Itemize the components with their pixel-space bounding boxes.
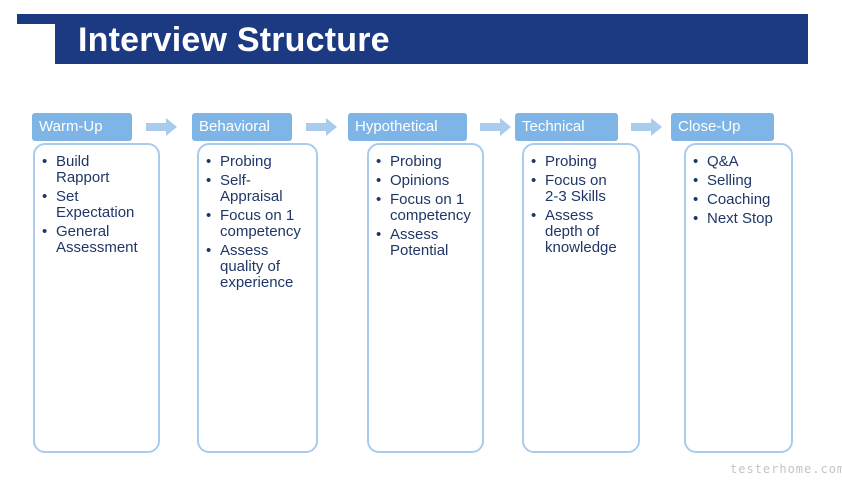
stage-header-warm-up: Warm-Up: [32, 113, 132, 141]
title-bar: [55, 14, 808, 64]
stage-items-behavioral: ProbingSelf-AppraisalFocus on 1 competen…: [206, 154, 301, 294]
stage-item: Assess quality of experience: [206, 243, 296, 291]
flow-arrow-icon: [631, 118, 662, 136]
stage-item: Focus on 1 competency: [376, 192, 474, 224]
stage-items-close-up: Q&A SellingCoachingNext Stop: [693, 154, 783, 230]
stage-item: General Assessment: [42, 224, 142, 256]
stage-item: Selling: [693, 173, 783, 190]
stage-item: Probing: [376, 154, 474, 171]
flow-arrow-icon: [306, 118, 337, 136]
stage-item: Focus on 2-3 Skills: [531, 173, 621, 205]
stage-item: Set Expectation: [42, 189, 142, 221]
stage-item: Probing: [531, 154, 621, 171]
title-bar-notch: [17, 14, 55, 24]
page-title: Interview Structure: [78, 21, 390, 59]
stage-item: Assess Potential: [376, 227, 474, 259]
stage-item: Coaching: [693, 192, 783, 209]
stage-item: Focus on 1 competency: [206, 208, 301, 240]
flow-arrow-icon: [480, 118, 511, 136]
stage-item: Self-Appraisal: [206, 173, 296, 205]
stage-items-technical: ProbingFocus on 2-3 SkillsAssess depth o…: [531, 154, 621, 259]
stage-item: Next Stop: [693, 211, 783, 228]
stage-header-close-up: Close-Up: [671, 113, 774, 141]
stage-item: Assess depth of knowledge: [531, 208, 621, 256]
stage-header-hypothetical: Hypothetical: [348, 113, 467, 141]
stage-item: Q&A: [693, 154, 783, 171]
stage-item: Build Rapport: [42, 154, 142, 186]
stage-item: Probing: [206, 154, 296, 171]
watermark: testerhome.com: [730, 462, 842, 476]
stage-items-hypothetical: ProbingOpinionsFocus on 1 competencyAsse…: [376, 154, 474, 262]
flow-arrow-icon: [146, 118, 177, 136]
stage-item: Opinions: [376, 173, 474, 190]
stage-header-technical: Technical: [515, 113, 618, 141]
stage-items-warm-up: Build RapportSet ExpectationGeneral Asse…: [42, 154, 142, 259]
stage-header-behavioral: Behavioral: [192, 113, 292, 141]
